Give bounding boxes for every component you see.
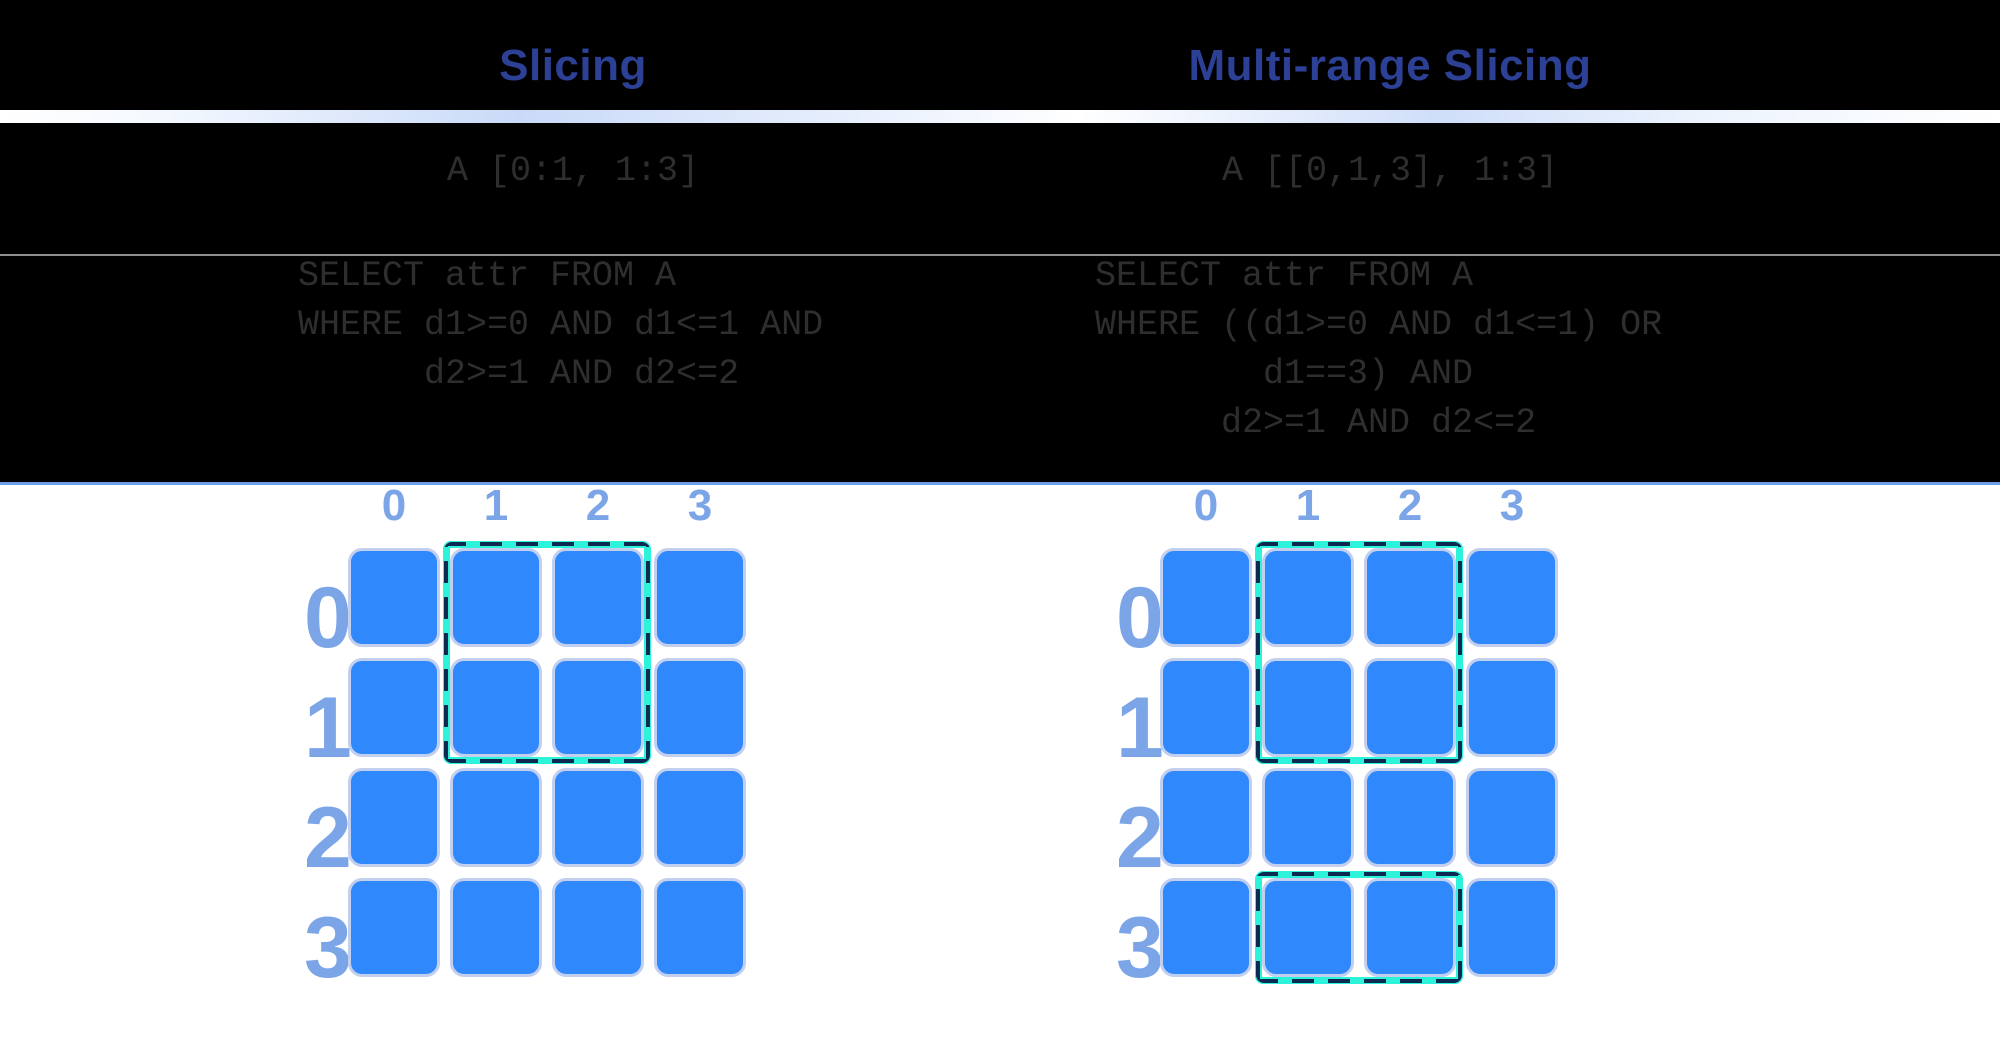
grid-cell <box>654 548 746 647</box>
grid-cell <box>654 878 746 977</box>
column-label: 0 <box>1193 481 1219 530</box>
row-index-label: 1 <box>304 680 352 776</box>
row-index-label: 0 <box>1116 570 1164 666</box>
right-slice-expression: A [[0,1,3], 1:3] <box>1221 151 1559 191</box>
grid-cell <box>348 768 440 867</box>
grid-cell <box>1160 768 1252 867</box>
row-index-label: 3 <box>304 900 352 996</box>
selection-box <box>443 541 651 764</box>
axis-line <box>0 482 2000 485</box>
grid-cell <box>654 658 746 757</box>
selection-box <box>1255 871 1463 984</box>
header-panel: Slicing Multi-range Slicing A [0:1, 1:3]… <box>0 0 2000 482</box>
column-label: 3 <box>687 481 713 530</box>
grid-cell <box>1466 658 1558 757</box>
row-index-label: 1 <box>1116 680 1164 776</box>
grid-cell <box>348 658 440 757</box>
column-label: 1 <box>483 481 509 530</box>
grid-cell <box>1160 878 1252 977</box>
grid-cell <box>1466 878 1558 977</box>
row-index-label: 0 <box>304 570 352 666</box>
code-separator-line <box>0 254 2000 256</box>
slicing-grid: 0 1 2 3 0 1 2 3 <box>288 484 768 1040</box>
left-slice-expression: A [0:1, 1:3] <box>446 151 700 191</box>
row-index-label: 2 <box>1116 790 1164 886</box>
column-label: 2 <box>585 481 611 530</box>
left-panel-title: Slicing <box>499 41 647 90</box>
grid-cell <box>450 878 542 977</box>
grid-cell <box>450 768 542 867</box>
left-sql-query: SELECT attr FROM A WHERE d1>=0 AND d1<=1… <box>298 256 824 394</box>
grid-cell <box>348 878 440 977</box>
grid-cell <box>1160 548 1252 647</box>
grid-cell <box>1466 768 1558 867</box>
column-label: 1 <box>1295 481 1321 530</box>
grid-cell <box>348 548 440 647</box>
grid-cell <box>552 878 644 977</box>
right-sql-query: SELECT attr FROM A WHERE ((d1>=0 AND d1<… <box>1095 256 1663 443</box>
grid-cell <box>1262 768 1354 867</box>
grid-cell <box>552 768 644 867</box>
grid-cell <box>1466 548 1558 647</box>
row-index-label: 3 <box>1116 900 1164 996</box>
header-divider-bar <box>0 110 2000 123</box>
grid-cell <box>1160 658 1252 757</box>
column-label: 2 <box>1397 481 1423 530</box>
multi-range-slicing-grid: 0 1 2 3 0 1 2 3 <box>1100 484 1580 1040</box>
grid-cell <box>1364 768 1456 867</box>
grid-cell <box>654 768 746 867</box>
row-index-label: 2 <box>304 790 352 886</box>
right-panel-title: Multi-range Slicing <box>1188 41 1592 90</box>
selection-box <box>1255 541 1463 764</box>
column-label: 3 <box>1499 481 1525 530</box>
column-label: 0 <box>381 481 407 530</box>
